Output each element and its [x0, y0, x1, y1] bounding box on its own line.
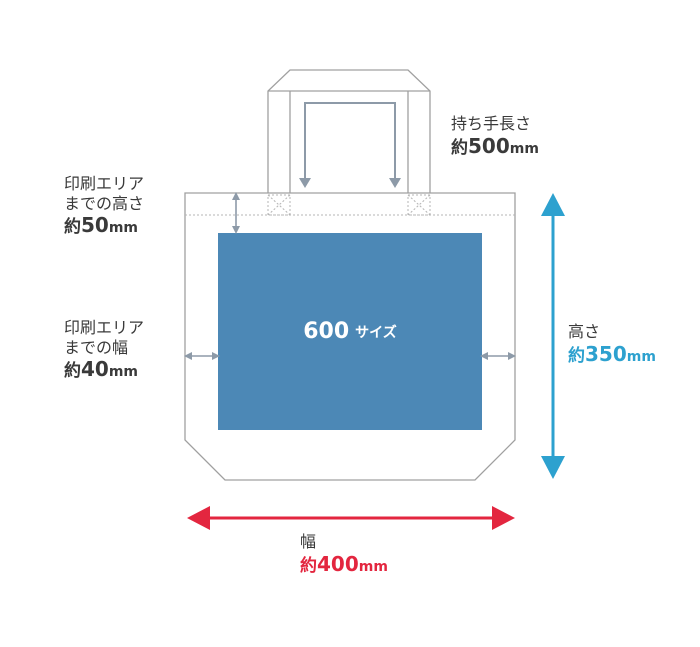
height-title: 高さ: [568, 322, 601, 341]
side-margin-label: 印刷エリア までの幅 約40mm: [64, 318, 144, 382]
handle-length-label: 持ち手長さ 約500mm: [451, 114, 539, 158]
side-margin-title-2: までの幅: [64, 337, 129, 357]
side-margin-title-1: 印刷エリア: [64, 318, 145, 337]
top-margin-title-1: 印刷エリア: [64, 174, 145, 193]
handle-length-title: 持ち手長さ: [451, 114, 532, 133]
width-arrow: [187, 506, 515, 530]
bag-handle: [267, 69, 431, 193]
side-margin-value: 約40mm: [64, 357, 139, 382]
handle-arrow-head-left: [299, 178, 311, 188]
handle-length-value: 約500mm: [451, 133, 539, 158]
height-label: 高さ 約350mm: [568, 322, 656, 366]
handle-arrow-head-right: [389, 178, 401, 188]
top-margin-title-2: までの高さ: [64, 193, 145, 213]
print-area: [218, 233, 482, 430]
width-label: 幅 約400mm: [300, 532, 388, 576]
width-title: 幅: [300, 532, 317, 551]
height-value: 約350mm: [568, 341, 656, 366]
top-margin-value: 約50mm: [64, 213, 139, 238]
height-arrow: [541, 193, 565, 479]
width-value: 約400mm: [300, 551, 388, 576]
handle-length-arrow: [304, 102, 396, 183]
handle-attachment-right: [407, 194, 431, 216]
handle-attachment-left: [267, 194, 291, 216]
top-margin-label: 印刷エリア までの高さ 約50mm: [64, 174, 144, 238]
bag-handle-inner: [268, 90, 430, 193]
